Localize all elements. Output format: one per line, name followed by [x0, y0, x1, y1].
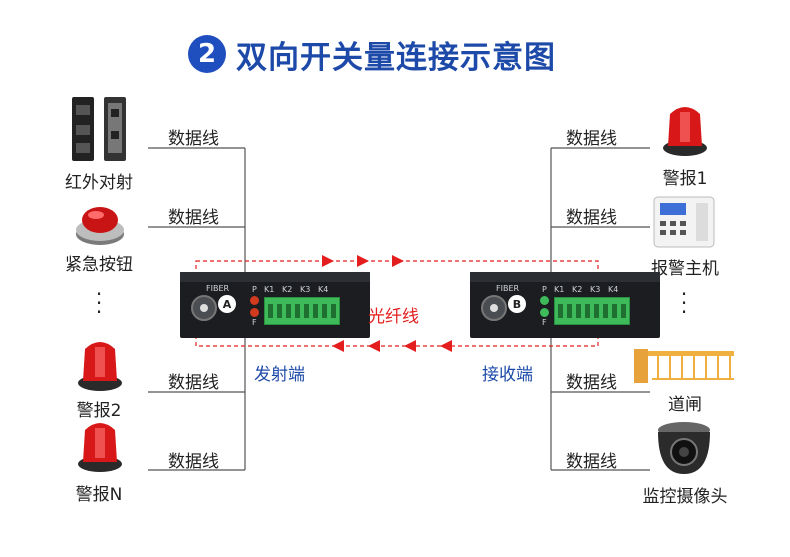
transmitter-terminal-block: [264, 297, 340, 325]
left-device-label-2: 紧急按钮: [65, 255, 133, 275]
fiber-arrow-right-1: [322, 255, 334, 267]
left-link-label-2: 数据线: [168, 208, 219, 228]
transmitter-led-f: [250, 308, 259, 317]
alarm-host-icon: [653, 196, 715, 248]
receiver-p-text: P: [542, 285, 547, 294]
receiver-f-text: F: [542, 318, 547, 327]
barrier-gate-icon: [634, 349, 734, 383]
transmitter-k4: K4: [318, 285, 329, 294]
fiber-arrow-right-3: [392, 255, 404, 267]
alarm-light-icon: [78, 342, 122, 391]
fiber-arrow-left-2: [368, 340, 380, 352]
alarm-light-icon: [663, 107, 707, 156]
receiver-k1: K1: [554, 285, 565, 294]
transmitter-port-badge: A: [218, 295, 236, 313]
fiber-label: 光纤线: [368, 307, 419, 327]
right-link-label-2: 数据线: [566, 208, 617, 228]
left-device-label-4: 警报N: [75, 485, 123, 505]
receiver-label: 接收端: [482, 365, 533, 385]
right-device-label-1: 警报1: [662, 169, 708, 189]
fiber-arrow-right-2: [357, 255, 369, 267]
receiver-terminal-block: [554, 297, 630, 325]
receiver-k2: K2: [572, 285, 583, 294]
transmitter-f-text: F: [252, 318, 257, 327]
left-device-label-1: 红外对射: [65, 173, 133, 193]
transmitter-k1: K1: [264, 285, 275, 294]
receiver-device: FIBER B P F K1 K2 K3 K4: [470, 272, 660, 338]
receiver-k4: K4: [608, 285, 619, 294]
transmitter-p-text: P: [252, 285, 257, 294]
transmitter-fiber-port: [191, 295, 217, 321]
left-link-label-4: 数据线: [168, 452, 219, 472]
right-device-label-3: 道闸: [668, 395, 702, 415]
page-title: 2 双向开关量连接示意图: [188, 32, 556, 76]
fiber-arrow-left-3: [404, 340, 416, 352]
receiver-k3: K3: [590, 285, 601, 294]
dome-camera-icon: [658, 422, 710, 474]
left-link-label-3: 数据线: [168, 373, 219, 393]
fiber-arrow-left-1: [332, 340, 344, 352]
transmitter-led-p: [250, 296, 259, 305]
fiber-arrow-left-4: [440, 340, 452, 352]
right-link-label-1: 数据线: [566, 129, 617, 149]
right-device-label-2: 报警主机: [651, 259, 719, 279]
alarm-light-icon: [78, 423, 122, 472]
transmitter-device: FIBER A P F K1 K2 K3 K4: [180, 272, 370, 338]
right-ellipsis: ···: [680, 282, 688, 324]
receiver-port-badge: B: [508, 295, 526, 313]
transmitter-fiber-text: FIBER: [206, 284, 230, 293]
transmitter-k2: K2: [282, 285, 293, 294]
title-text: 双向开关量连接示意图: [236, 39, 556, 76]
receiver-led-f: [540, 308, 549, 317]
left-ellipsis: ···: [95, 282, 103, 324]
right-link-label-4: 数据线: [566, 452, 617, 472]
infrared-beam-icon: [72, 97, 126, 161]
transmitter-k3: K3: [300, 285, 311, 294]
right-device-label-4: 监控摄像头: [642, 487, 728, 507]
left-link-label-1: 数据线: [168, 129, 219, 149]
receiver-fiber-text: FIBER: [496, 284, 520, 293]
emergency-button-icon: [76, 207, 124, 245]
left-device-label-3: 警报2: [76, 401, 122, 421]
receiver-led-p: [540, 296, 549, 305]
right-link-label-3: 数据线: [566, 373, 617, 393]
receiver-fiber-port: [481, 295, 507, 321]
step-number-badge: 2: [188, 35, 226, 73]
transmitter-label: 发射端: [254, 365, 305, 385]
